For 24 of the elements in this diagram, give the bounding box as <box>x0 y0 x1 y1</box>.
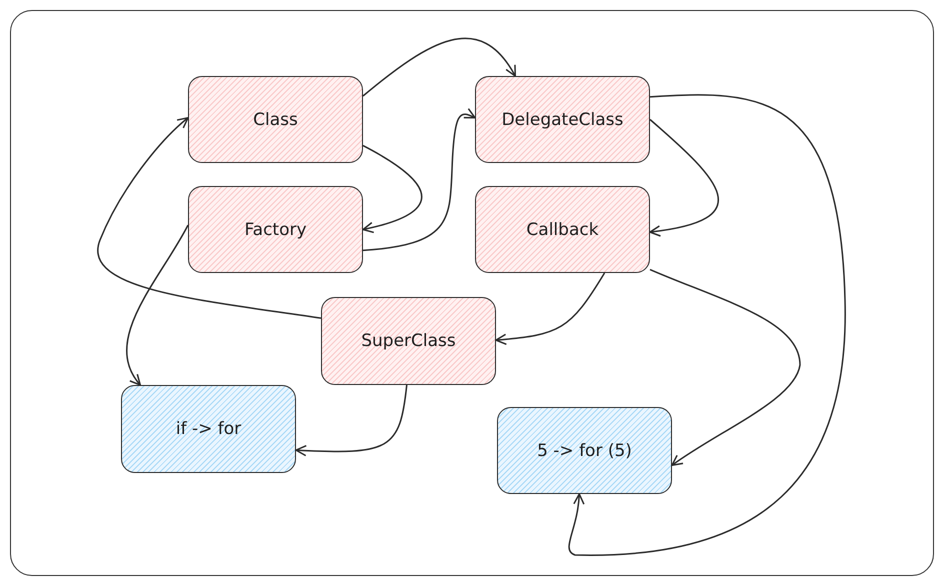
class-box <box>475 186 650 273</box>
class-box <box>475 76 650 163</box>
arrow <box>568 94 846 556</box>
arrow <box>495 272 606 345</box>
class-box <box>321 297 496 385</box>
class-box <box>188 76 363 163</box>
class-box <box>497 407 672 494</box>
box-label: Factory <box>244 220 307 240</box>
arrow <box>97 117 322 319</box>
arrow <box>295 384 408 456</box>
box-label: Callback <box>526 220 599 240</box>
class-box <box>121 385 296 473</box>
box-label: if -> for <box>176 419 242 439</box>
arrow <box>649 118 719 236</box>
box-label: Class <box>253 110 298 130</box>
box-label: DelegateClass <box>502 110 624 130</box>
box-label: SuperClass <box>361 331 456 351</box>
box-label: 5 -> for (5) <box>537 440 632 460</box>
arrow <box>362 108 476 252</box>
arrow <box>362 38 516 97</box>
arrow <box>126 224 189 386</box>
class-box <box>188 186 363 273</box>
arrow <box>650 268 801 466</box>
arrow <box>362 144 422 233</box>
